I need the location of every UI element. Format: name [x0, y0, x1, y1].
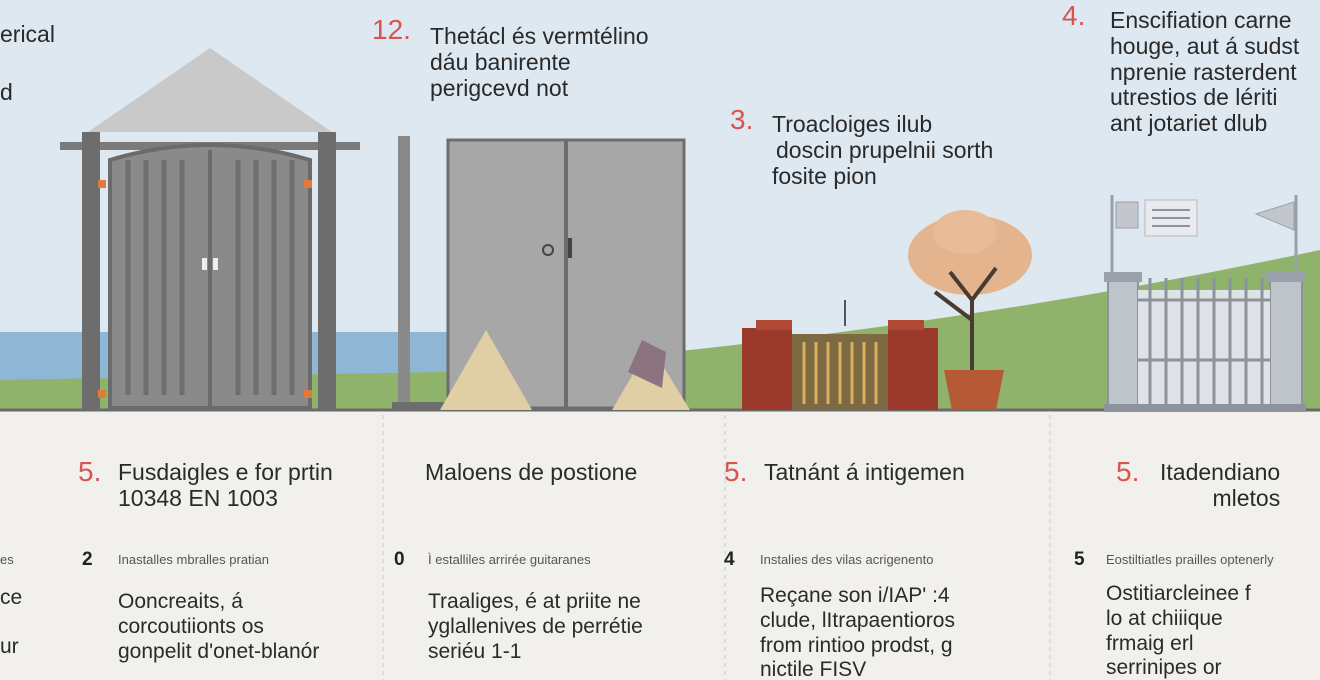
detail-line: yglallenives de perrétie	[428, 614, 643, 638]
detail-line: nictile FISV	[760, 658, 867, 680]
detail-number: 5	[1074, 549, 1085, 570]
block-line: dáu banirente	[430, 48, 571, 75]
step-number: 5.	[1116, 456, 1140, 487]
section-heading-1: Fusdaigles e for prtin 10348 EN 1003	[118, 459, 333, 512]
detail-body-2: Traaliges, é at priite ne yglallenives d…	[428, 590, 643, 664]
step-number: 5.	[78, 456, 102, 487]
heading-line: mletos	[1212, 484, 1281, 511]
section-heading-3: Tatnánt á intigemen	[764, 459, 965, 486]
top-block-2: Thetácl és vermtélino dáu banirente peri…	[430, 23, 649, 101]
detail-number: 0	[394, 549, 405, 570]
detail-number: 4	[724, 549, 735, 570]
block-line: Troacloiges ilub	[772, 111, 933, 137]
detail-body-3: Reçane son i/IAP' :4 clude, lItrapaentio…	[760, 584, 955, 680]
detail-line: clude, lItrapaentioros	[760, 608, 955, 632]
top-left-fragment: erical d	[0, 21, 55, 106]
tree-icon	[908, 210, 1032, 410]
detail-body-0: ce ur	[0, 586, 22, 660]
detail-caption: Eostiltiatles prailles optenerly	[1106, 552, 1274, 567]
detail-line: from rintioo prodst, g	[760, 633, 953, 657]
block-line: Thetácl és vermtélino	[430, 23, 649, 49]
detail-line: Ostitiarcleinee f	[1106, 582, 1251, 605]
heading-line: Itadendiano	[1160, 459, 1281, 485]
brick-wall-gate-icon	[742, 300, 938, 410]
detail-line: serrinipes or	[1106, 656, 1222, 680]
step-number: 5.	[724, 456, 748, 487]
detail-caption: es	[0, 552, 14, 567]
detail-line: corcoutiionts os	[118, 614, 264, 638]
double-door-icon	[392, 136, 690, 410]
detail-line: gonpelit d'onet-blanór	[118, 639, 320, 663]
step-number: 4.	[1062, 0, 1086, 31]
top-block-4: Enscifiation carne houge, aut á sudst np…	[1110, 7, 1300, 137]
detail-body-1: Ooncreaits, á corcoutiionts os gonpelit …	[118, 590, 319, 664]
block-line: utrestios de lériti	[1110, 84, 1278, 111]
detail-line: ce	[0, 586, 23, 609]
detail-line: seriéu 1-1	[428, 639, 522, 663]
detail-body-4: Ostitiarcleinee f lo at chiiique frmaig …	[1106, 582, 1251, 680]
block-line: houge, aut á sudst	[1110, 32, 1300, 59]
detail-caption: Ì estalliles arrirée guitaranes	[428, 552, 591, 567]
detail-number: 2	[82, 549, 93, 570]
ground	[0, 410, 1320, 680]
detail-line	[0, 611, 22, 635]
detail-line: Ooncreaits, á	[118, 590, 243, 613]
block-line: Enscifiation carne	[1110, 7, 1292, 33]
shed-gate-icon	[60, 48, 360, 410]
detail-line: frmaig erl	[1106, 631, 1194, 655]
section-heading-2: Maloens de postione	[425, 459, 638, 486]
detail-caption: Inastalles mbralles pratian	[118, 552, 270, 567]
block-line: perigcevd not	[430, 74, 569, 101]
fragment-line: d	[0, 78, 13, 105]
detail-line: Traaliges, é at priite ne	[428, 590, 641, 613]
heading-line: 10348 EN 1003	[118, 484, 278, 511]
detail-caption: Instalies des vilas acrigenento	[760, 552, 934, 567]
block-line: doscin prupelnii sorth	[776, 136, 994, 163]
step-number: 3.	[730, 104, 754, 135]
detail-line: lo at chiiique	[1106, 606, 1223, 630]
section-heading-4: Itadendiano mletos	[1160, 459, 1281, 512]
detail-line: Reçane son i/IAP' :4	[760, 584, 950, 607]
block-line: ant jotariet dlub	[1110, 110, 1268, 136]
heading-line: Fusdaigles e for prtin	[118, 459, 333, 485]
heading-line: Maloens de postione	[425, 459, 638, 485]
fragment-line: erical	[0, 21, 55, 47]
heading-line: Tatnánt á intigemen	[764, 459, 965, 485]
block-line: fosite pion	[772, 162, 877, 189]
top-block-3: Troacloiges ilub doscin prupelnii sorth …	[772, 111, 994, 189]
block-line: nprenie rasterdent	[1110, 58, 1297, 85]
detail-line: ur	[0, 634, 19, 658]
metal-fence-icon	[1104, 195, 1306, 412]
step-number: 12.	[372, 14, 411, 45]
